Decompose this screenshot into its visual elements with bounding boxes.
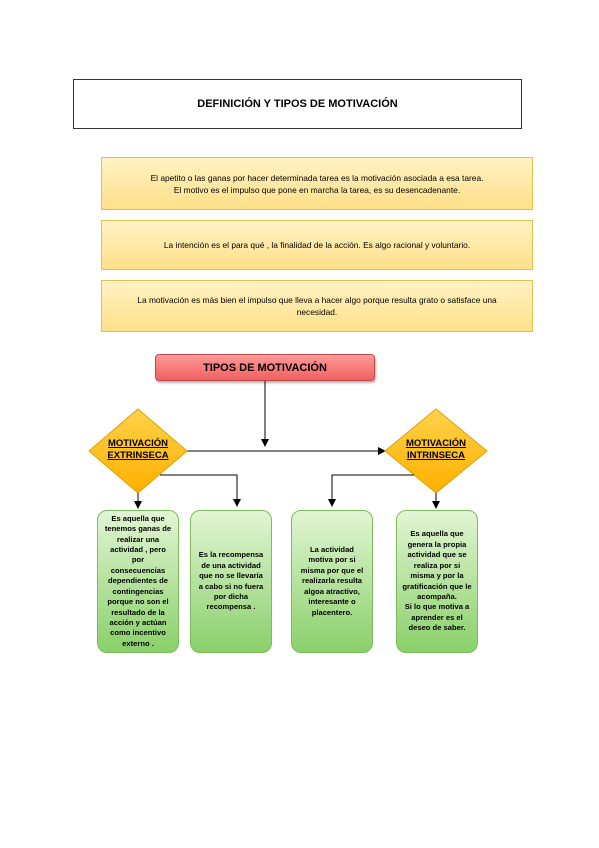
recompensa-description-box: Es la recompensa de una actividad que no…: [190, 510, 272, 653]
actividad-description-box: La actividad motiva por si misma por que…: [291, 510, 373, 653]
box-line: tenemos ganas de: [104, 524, 172, 534]
definition-line: El motivo es el impulso que pone en marc…: [173, 184, 461, 195]
box-line: resultado de la: [111, 607, 165, 617]
box-line: realizarla resulta: [302, 576, 362, 586]
box-line: placentero.: [311, 607, 353, 617]
diamond-extrinseca-label: MOTIVACIÓN EXTRINSECA: [92, 438, 184, 462]
intrinseca-description-box: Es aquella que genera la propia activida…: [396, 510, 478, 653]
box-line: gratificación que le: [402, 581, 472, 591]
box-line: deseo de saber.: [408, 623, 466, 633]
box-line: consecuencias: [110, 565, 166, 575]
box-line: algoa atractivo,: [304, 586, 360, 596]
definition-line: La intención es el para qué , la finalid…: [163, 240, 471, 250]
diamond-label-line: INTRINSECA: [406, 450, 466, 461]
box-line: dependientes de: [108, 576, 168, 586]
box-line: misma y por la: [410, 571, 464, 581]
definition-box-motivacion: La motivación es más bien el impulso que…: [101, 280, 533, 332]
box-line: por dicha: [213, 591, 249, 601]
box-line: acción y actúan: [109, 617, 167, 627]
box-line: porque no son el: [107, 597, 169, 607]
box-line: realiza por si: [413, 560, 461, 570]
connector-ext-right: [160, 474, 241, 507]
diamond-label-line: MOTIVACIÓN: [108, 438, 168, 449]
box-line: externo .: [122, 638, 154, 648]
box-line: Si lo que motiva a: [404, 602, 470, 612]
box-line: que no se llevaría: [199, 571, 263, 581]
box-line: a cabo si no fuera: [198, 581, 264, 591]
box-line: interesante o: [308, 597, 356, 607]
box-line: actividad que se: [407, 550, 467, 560]
box-line: misma por que el: [300, 565, 364, 575]
tipos-de-motivacion-box: TIPOS DE MOTIVACIÓN: [155, 354, 375, 381]
definition-box-intencion: La intención es el para qué , la finalid…: [101, 220, 533, 270]
box-line: como incentivo: [110, 628, 166, 638]
box-line: Es aquella que: [410, 529, 464, 539]
definition-line: La motivación es más bien el impulso que…: [137, 295, 497, 305]
page-title: DEFINICIÓN Y TIPOS DE MOTIVACIÓN: [73, 79, 522, 129]
box-line: genera la propia: [407, 539, 467, 549]
diamond-label-line: EXTRINSECA: [107, 450, 169, 461]
definition-line: necesidad.: [296, 307, 338, 317]
box-line: Es la recompensa: [198, 550, 264, 560]
definition-box-apetito: El apetito o las ganas por hacer determi…: [101, 157, 533, 210]
box-line: actividad , pero por: [110, 545, 166, 565]
box-line: contingencias: [112, 586, 164, 596]
connector-int-left: [328, 474, 414, 507]
diamond-intrinseca-label: MOTIVACIÓN INTRINSECA: [390, 438, 482, 462]
box-line: motiva por si: [308, 555, 356, 565]
definition-line: El apetito o las ganas por hacer determi…: [150, 172, 484, 183]
box-line: realizar una: [116, 534, 160, 544]
extrinseca-description-box: Es aquella que tenemos ganas de realizar…: [97, 510, 179, 653]
box-line: La actividad: [310, 545, 354, 555]
box-line: de una actividad: [201, 560, 261, 570]
box-line: acompaña.: [417, 591, 457, 601]
diamond-label-line: MOTIVACIÓN: [406, 438, 466, 449]
box-line: Es aquella que: [111, 513, 165, 523]
box-line: aprender es el: [411, 612, 463, 622]
box-line: recompensa .: [206, 602, 256, 612]
